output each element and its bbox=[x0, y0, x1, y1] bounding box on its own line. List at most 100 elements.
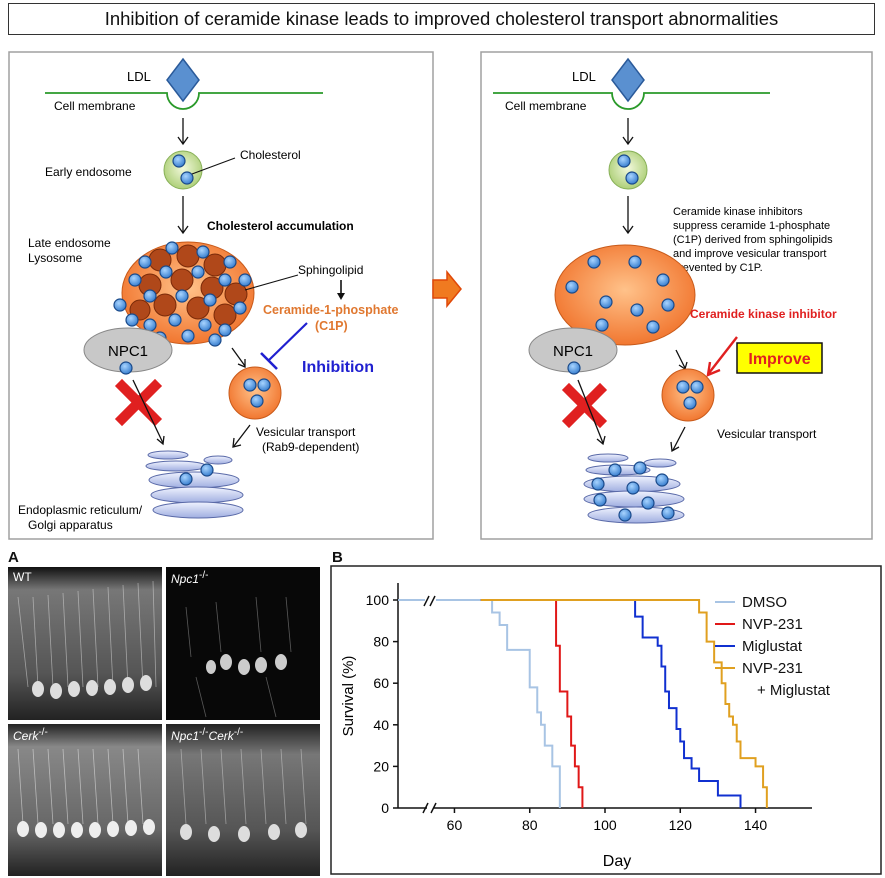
svg-text:and improve vesicular transpor: and improve vesicular transport bbox=[673, 248, 826, 260]
x-tick-label: 80 bbox=[522, 817, 538, 833]
improve-badge bbox=[736, 342, 823, 374]
blocked-x-icon bbox=[561, 382, 608, 429]
cell-membrane-label: Cell membrane bbox=[54, 99, 136, 113]
pointer-line bbox=[191, 157, 236, 175]
lysosome-right bbox=[554, 244, 696, 346]
cholesterol-cluster bbox=[179, 463, 214, 486]
cell-membrane-label: Cell membrane bbox=[505, 99, 587, 113]
improve-label: Improve bbox=[748, 351, 810, 368]
arrow bbox=[675, 349, 688, 371]
y-tick-label: 40 bbox=[373, 717, 389, 733]
cell-membrane-line bbox=[45, 92, 323, 110]
arrow bbox=[132, 379, 165, 446]
golgi-label: Golgi apparatus bbox=[28, 518, 113, 532]
ldl-label: LDL bbox=[572, 69, 596, 84]
arrow bbox=[337, 280, 345, 300]
micrograph-cerk-label: Cerk-/- bbox=[13, 727, 48, 743]
y-axis-label: Survival (%) bbox=[340, 656, 357, 737]
arrow bbox=[706, 336, 738, 377]
right-panel bbox=[480, 51, 873, 540]
x-tick-label: 120 bbox=[669, 817, 693, 833]
npc1-label: NPC1 bbox=[108, 343, 148, 360]
cholesterol-cluster bbox=[565, 255, 675, 334]
inhibition-bar bbox=[260, 352, 278, 370]
series-line-miglustat bbox=[480, 599, 742, 808]
ldl-diamond bbox=[611, 57, 645, 103]
npc1-label: NPC1 bbox=[553, 343, 593, 360]
arrow bbox=[622, 118, 634, 146]
arrow bbox=[232, 424, 251, 448]
arrow bbox=[177, 196, 189, 235]
y-tick-label: 80 bbox=[373, 634, 389, 650]
inhibitor-label: Ceramide kinase inhibitor bbox=[690, 307, 837, 321]
c1p-label: Ceramide-1-phosphate bbox=[263, 303, 398, 317]
chart-frame bbox=[330, 565, 882, 875]
svg-text:Ceramide kinase inhibitors: Ceramide kinase inhibitors bbox=[673, 206, 803, 218]
micrograph-npc1-cerk: Npc1-/-Cerk-/- bbox=[166, 724, 320, 876]
y-tick-label: 20 bbox=[373, 758, 389, 774]
legend: DMSO NVP-231 Miglustat NVP-231 + Miglust… bbox=[715, 594, 831, 699]
figure-title: Inhibition of ceramide kinase leads to i… bbox=[104, 8, 779, 29]
early-endosome-label: Early endosome bbox=[45, 165, 132, 179]
cholesterol-cluster bbox=[676, 380, 704, 410]
svg-text:suppress ceramide 1-phosphate: suppress ceramide 1-phosphate bbox=[673, 220, 830, 232]
micrograph-npc1: Npc1-/- bbox=[166, 567, 320, 720]
legend-nvp231: NVP-231 bbox=[742, 616, 803, 633]
er-label: Endoplasmic reticulum/ bbox=[18, 503, 143, 517]
legend-combo: NVP-231 bbox=[742, 660, 803, 677]
x-tick-label: 140 bbox=[744, 817, 768, 833]
svg-text:prevented by C1P.: prevented by C1P. bbox=[673, 262, 763, 274]
legend-combo-2: + Miglustat bbox=[757, 682, 831, 699]
late-endosome-label: Late endosome bbox=[28, 236, 111, 250]
golgi-stack bbox=[145, 450, 244, 519]
micrograph-npc1-cerk-label: Npc1-/-Cerk-/- bbox=[171, 727, 244, 743]
micrograph-wt-image bbox=[8, 567, 162, 720]
cholesterol-dot bbox=[625, 171, 639, 185]
x-tick-label: 60 bbox=[447, 817, 463, 833]
ldl-diamond bbox=[166, 57, 200, 103]
micrograph-wt-label: WT bbox=[13, 570, 32, 584]
svg-text:(C1P) derived from sphingolipi: (C1P) derived from sphingolipids bbox=[673, 234, 833, 246]
y-tick-label: 60 bbox=[373, 675, 389, 691]
cholesterol-dot bbox=[180, 171, 194, 185]
arrow bbox=[622, 196, 634, 235]
transition-arrow-icon bbox=[432, 269, 462, 309]
inhibition-label: Inhibition bbox=[302, 359, 374, 376]
cholesterol-accumulation-label: Cholesterol accumulation bbox=[207, 219, 354, 233]
lysosome-label: Lysosome bbox=[28, 251, 83, 265]
axis-break-icon bbox=[422, 595, 437, 814]
micrograph-wt: WT bbox=[8, 567, 162, 720]
description-text: Ceramide kinase inhibitors suppress cera… bbox=[673, 206, 833, 274]
c1p-abbrev: (C1P) bbox=[315, 319, 348, 333]
cholesterol-cluster bbox=[243, 378, 271, 408]
x-tick-label: 100 bbox=[593, 817, 617, 833]
ldl-label: LDL bbox=[127, 69, 151, 84]
series-lines bbox=[398, 599, 768, 808]
series-line-nvp-231 bbox=[480, 599, 584, 808]
panel-a-letter: A bbox=[8, 549, 19, 566]
arrow bbox=[670, 426, 686, 453]
vesicular-transport-label: Vesicular transport bbox=[717, 427, 817, 441]
x-axis-label: Day bbox=[603, 853, 631, 870]
transport-vesicle bbox=[661, 368, 715, 422]
x-ticks: 60 80 100 120 140 bbox=[447, 808, 768, 833]
transport-vesicle bbox=[228, 366, 282, 420]
panel-b-letter: B bbox=[332, 549, 343, 566]
arrow bbox=[177, 118, 189, 146]
cholesterol-dot bbox=[567, 361, 581, 375]
cell-membrane-line bbox=[493, 92, 770, 110]
y-tick-label: 100 bbox=[366, 592, 390, 608]
figure-title-box: Inhibition of ceramide kinase leads to i… bbox=[8, 3, 875, 35]
vesicular-transport-label: Vesicular transport bbox=[256, 425, 356, 439]
sphingolipid-label: Sphingolipid bbox=[298, 263, 363, 277]
legend-miglustat: Miglustat bbox=[742, 638, 803, 655]
series-line-nvp-231-miglustat bbox=[480, 599, 768, 808]
micrograph-npc1-image bbox=[166, 567, 320, 720]
cholesterol-dot bbox=[172, 154, 186, 168]
micrograph-cerk-image bbox=[8, 724, 162, 876]
series-line-dmso bbox=[436, 599, 561, 808]
cholesterol-cluster bbox=[591, 461, 675, 522]
cholesterol-cluster bbox=[113, 241, 252, 347]
